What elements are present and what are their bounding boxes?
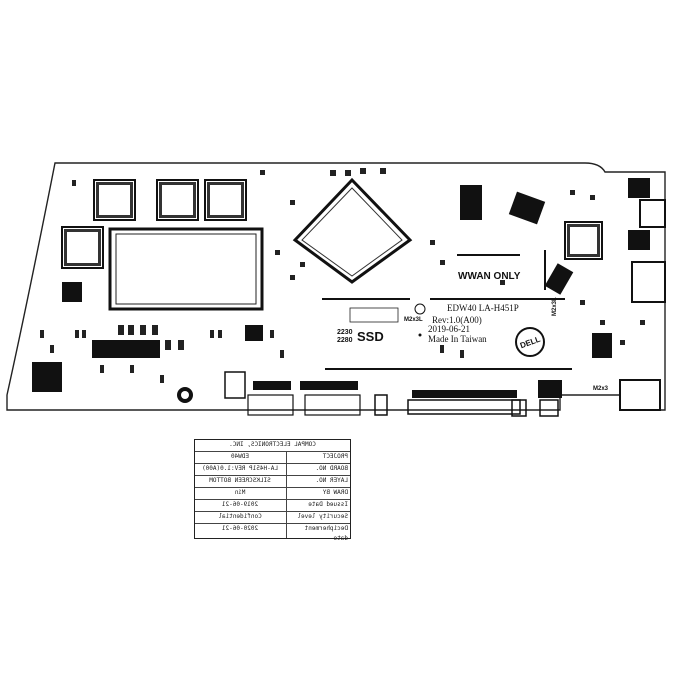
row-value: SILKSCREEN BOTTOM bbox=[209, 477, 271, 484]
dell-logo: DELL bbox=[515, 327, 545, 357]
screw-label-2: M2x3L bbox=[552, 297, 558, 316]
bottom-connector-1 bbox=[253, 381, 291, 390]
wwan-only-label: WWAN ONLY bbox=[458, 271, 521, 282]
connector-4 bbox=[460, 185, 482, 220]
connector-3 bbox=[32, 362, 62, 392]
title-block-row: BOARD NO. LA-H451P REV:1.0(A00) bbox=[195, 463, 350, 474]
connector-5 bbox=[508, 191, 546, 225]
bottom-connector-5 bbox=[224, 371, 246, 399]
ic-right bbox=[564, 221, 603, 260]
title-block-row: LAYER NO. SILKSCREEN BOTTOM bbox=[195, 475, 350, 486]
title-block-row: Decipherment date 2020-06-21 bbox=[195, 523, 350, 542]
title-block: COMPAL ELECTRONICS, INC. PROJECT EDW40 B… bbox=[194, 439, 351, 542]
bottom-connector-11 bbox=[304, 394, 361, 416]
company-name: COMPAL ELECTRONICS, INC. bbox=[229, 441, 316, 448]
row-value: 2020-06-21 bbox=[221, 525, 259, 532]
title-block-row: PROJECT EDW40 bbox=[195, 451, 350, 462]
row-value: Min bbox=[234, 489, 246, 496]
row-key: LAYER NO. bbox=[315, 477, 348, 484]
connector-9 bbox=[628, 230, 650, 250]
board-revision: Rev:1.0(A00) bbox=[432, 315, 482, 325]
board-model-line: EDW40 LA-H451P bbox=[447, 303, 519, 313]
row-key: Issued Date bbox=[308, 501, 348, 508]
connector-13 bbox=[245, 325, 263, 341]
memory-chip-4 bbox=[61, 226, 104, 269]
row-value: Confidential bbox=[218, 513, 262, 520]
ssd-label: SSD bbox=[357, 329, 384, 344]
ssd-size-top: 2230 bbox=[337, 329, 353, 336]
bottom-connector-9 bbox=[407, 399, 521, 415]
bottom-connector-4 bbox=[538, 380, 562, 398]
row-key: Decipherment date bbox=[304, 525, 348, 542]
bottom-connector-10 bbox=[247, 394, 294, 416]
connector-6 bbox=[544, 263, 574, 295]
cpu-package bbox=[292, 177, 413, 284]
bottom-connector-2 bbox=[300, 381, 358, 390]
connector-1 bbox=[62, 282, 82, 302]
title-block-row: Issued Date 2019-06-21 bbox=[195, 499, 350, 510]
screw-label-1: M2x3L bbox=[404, 317, 423, 323]
screw-mark bbox=[414, 303, 426, 315]
memory-chip-2 bbox=[156, 179, 199, 221]
title-block-row: DRAW BY Min bbox=[195, 487, 350, 498]
ssd-size-bottom: 2280 bbox=[337, 337, 353, 344]
row-value: 2019-06-21 bbox=[221, 501, 259, 508]
bottom-connector-6 bbox=[374, 394, 388, 416]
connector-2 bbox=[92, 340, 160, 358]
connector-11 bbox=[631, 261, 666, 303]
board-origin: Made In Taiwan bbox=[428, 334, 487, 344]
connector-7 bbox=[592, 333, 612, 358]
row-key: Security level bbox=[297, 513, 348, 520]
module-outline bbox=[108, 227, 264, 311]
svg-text:DELL: DELL bbox=[519, 335, 542, 351]
memory-chip-1 bbox=[93, 179, 136, 221]
board-outline bbox=[6, 162, 666, 411]
row-value: EDW40 bbox=[230, 453, 250, 460]
bottom-connector-8 bbox=[539, 399, 559, 417]
row-key: DRAW BY bbox=[322, 489, 348, 496]
row-key: BOARD NO. bbox=[315, 465, 348, 472]
bottom-connector-3 bbox=[412, 390, 517, 398]
screw-label-3: M2x3 bbox=[593, 386, 609, 392]
memory-chip-3 bbox=[204, 179, 247, 221]
connector-12 bbox=[619, 379, 661, 411]
board-date: 2019-06-21 bbox=[428, 324, 470, 334]
connector-8 bbox=[628, 178, 650, 198]
row-value: LA-H451P REV:1.0(A00) bbox=[202, 465, 278, 472]
row-key: PROJECT bbox=[322, 453, 348, 460]
title-block-row: Security level Confidential bbox=[195, 511, 350, 522]
title-block-company-row: COMPAL ELECTRONICS, INC. bbox=[195, 440, 350, 451]
small-components bbox=[40, 168, 645, 383]
ssd-label-pad bbox=[349, 307, 399, 323]
connector-10 bbox=[639, 199, 666, 228]
